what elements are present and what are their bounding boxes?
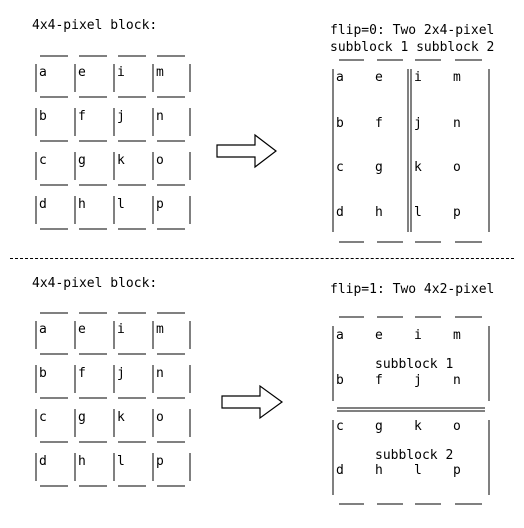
subblock-1-label: subblock 1 (375, 357, 454, 372)
bottom-left-block-pixel-l: l (117, 454, 125, 469)
bottom-left-block-pixel-f: f (78, 366, 86, 381)
flip0-pixel-a: a (336, 70, 344, 85)
top-right-subtitle: subblock 1 subblock 2 (330, 40, 495, 55)
bottom-left-block-pixel-d: d (39, 454, 47, 469)
arrow-bottom (221, 384, 284, 420)
flip1-pixel-b: b (336, 373, 344, 388)
top-left-block-pixel-b: b (39, 109, 47, 124)
flip0-pixel-c: c (336, 160, 344, 175)
top-left-block-pixel-m: m (156, 65, 164, 80)
flip0-pixel-e: e (375, 70, 383, 85)
flip1-pixel-k: k (414, 419, 422, 434)
flip1-pixel-h: h (375, 463, 383, 478)
top-left-title: 4x4-pixel block: (32, 18, 158, 33)
bottom-left-block-pixel-h: h (78, 454, 86, 469)
top-left-block-pixel-k: k (117, 153, 125, 168)
section-divider (10, 258, 514, 259)
top-left-block-pixel-p: p (156, 197, 164, 212)
flip1-pixel-c: c (336, 419, 344, 434)
flip0-pixel-k: k (414, 160, 422, 175)
bottom-left-block-pixel-i: i (117, 322, 125, 337)
flip1-pixel-f: f (375, 373, 383, 388)
flip0-pixel-p: p (453, 205, 461, 220)
bottom-right-title: flip=1: Two 4x2-pixel (330, 282, 495, 297)
bottom-left-block-pixel-m: m (156, 322, 164, 337)
flip1-pixel-e: e (375, 328, 383, 343)
flip1-pixel-n: n (453, 373, 461, 388)
bottom-left-block-pixel-n: n (156, 366, 164, 381)
bottom-left-block-pixel-k: k (117, 410, 125, 425)
flip0-pixel-b: b (336, 116, 344, 131)
top-left-block-pixel-e: e (78, 65, 86, 80)
flip0-pixel-f: f (375, 116, 383, 131)
flip0-pixel-j: j (414, 116, 422, 131)
flip0-pixel-i: i (414, 70, 422, 85)
flip0-pixel-o: o (453, 160, 461, 175)
top-left-block-pixel-a: a (39, 65, 47, 80)
bottom-left-block-pixel-o: o (156, 410, 164, 425)
flip0-pixel-m: m (453, 70, 461, 85)
flip1-pixel-g: g (375, 419, 383, 434)
flip0-pixel-n: n (453, 116, 461, 131)
flip0-pixel-l: l (414, 205, 422, 220)
flip1-pixel-j: j (414, 373, 422, 388)
bottom-left-block-pixel-b: b (39, 366, 47, 381)
diagram-shapes (35, 55, 490, 505)
flip1-pixel-l: l (414, 463, 422, 478)
subblock-2-label: subblock 2 (375, 448, 454, 463)
top-left-block-pixel-h: h (78, 197, 86, 212)
top-left-block-pixel-c: c (39, 153, 47, 168)
bottom-left-title: 4x4-pixel block: (32, 276, 158, 291)
flip0-pixel-g: g (375, 160, 383, 175)
top-left-block-pixel-d: d (39, 197, 47, 212)
bottom-left-block-pixel-c: c (39, 410, 47, 425)
arrow-top (216, 133, 277, 169)
bottom-left-block-pixel-e: e (78, 322, 86, 337)
top-right-title: flip=0: Two 2x4-pixel (330, 23, 495, 38)
bottom-left-block-pixel-j: j (117, 366, 125, 381)
flip0-pixel-d: d (336, 205, 344, 220)
bottom-left-block-pixel-a: a (39, 322, 47, 337)
top-left-block-pixel-l: l (117, 197, 125, 212)
top-left-block-pixel-g: g (78, 153, 86, 168)
top-left-block-pixel-o: o (156, 153, 164, 168)
flip1-pixel-p: p (453, 463, 461, 478)
top-left-block-pixel-f: f (78, 109, 86, 124)
flip1-pixel-a: a (336, 328, 344, 343)
flip1-pixel-o: o (453, 419, 461, 434)
flip1-pixel-i: i (414, 328, 422, 343)
top-left-block-pixel-i: i (117, 65, 125, 80)
top-left-block-pixel-j: j (117, 109, 125, 124)
bottom-left-block-pixel-g: g (78, 410, 86, 425)
flip1-pixel-m: m (453, 328, 461, 343)
top-left-block-pixel-n: n (156, 109, 164, 124)
flip1-pixel-d: d (336, 463, 344, 478)
flip0-pixel-h: h (375, 205, 383, 220)
bottom-left-block-pixel-p: p (156, 454, 164, 469)
